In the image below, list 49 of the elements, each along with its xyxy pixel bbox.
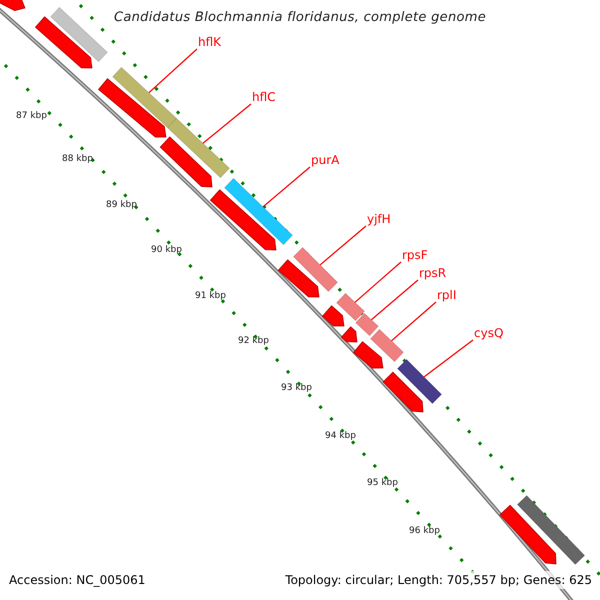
leader-line: [202, 104, 252, 144]
scale-label: 89 kbp: [106, 201, 137, 210]
gene-bar: [167, 118, 230, 178]
coding-segment: [98, 78, 166, 138]
coding-segment: [210, 189, 276, 250]
scale-label: 92 kbp: [238, 337, 269, 346]
gene-label: hflC: [252, 91, 276, 103]
leader-line: [262, 166, 310, 208]
scale-label: 95 kbp: [367, 479, 398, 488]
gene-label: rpsF: [402, 249, 428, 261]
coding-segment: [353, 341, 384, 369]
gene-label: rplI: [437, 289, 456, 301]
coding-segment: [34, 16, 92, 68]
scale-label: 90 kbp: [151, 246, 182, 255]
footer-text: Accession: NC_005061: [9, 574, 146, 586]
gene-bar: [355, 312, 379, 336]
gene-bar: [336, 292, 365, 322]
gene-label: rpsR: [419, 267, 446, 279]
leader-line: [148, 48, 198, 94]
gene-bar: [112, 66, 177, 128]
title: Candidatus Blochmannia floridanus, complete genome: [112, 11, 488, 24]
gene-label: yjfH: [367, 213, 391, 225]
gene-label: cysQ: [474, 327, 504, 339]
gene-bar: [370, 328, 404, 362]
scale-label: 91 kbp: [195, 292, 226, 301]
leader-line: [354, 262, 402, 303]
coding-segment: [160, 136, 212, 188]
leader-line: [424, 340, 474, 378]
scale-label: 94 kbp: [325, 432, 356, 441]
leader-line: [371, 280, 418, 320]
gene-label: purA: [311, 154, 340, 166]
scale-label: 87 kbp: [16, 112, 47, 121]
gene-bar: [50, 6, 108, 62]
gene-bar: [224, 178, 293, 246]
gene-bar: [516, 495, 586, 565]
coding-segment: [382, 372, 424, 412]
gene-bar: [396, 358, 442, 404]
scale-label: 93 kbp: [281, 384, 312, 393]
coding-segment: [340, 326, 358, 342]
scale-label: 88 kbp: [62, 155, 93, 164]
gene-bar: [292, 246, 338, 292]
leader-line: [391, 302, 436, 342]
scale-label: 96 kbp: [409, 527, 440, 536]
leader-line: [320, 226, 366, 266]
gene-label: hflK: [198, 36, 222, 48]
coding-segment: [499, 504, 556, 564]
coding-segment: [0, 0, 26, 11]
coding-segment: [322, 305, 344, 326]
coding-segment: [278, 259, 320, 298]
